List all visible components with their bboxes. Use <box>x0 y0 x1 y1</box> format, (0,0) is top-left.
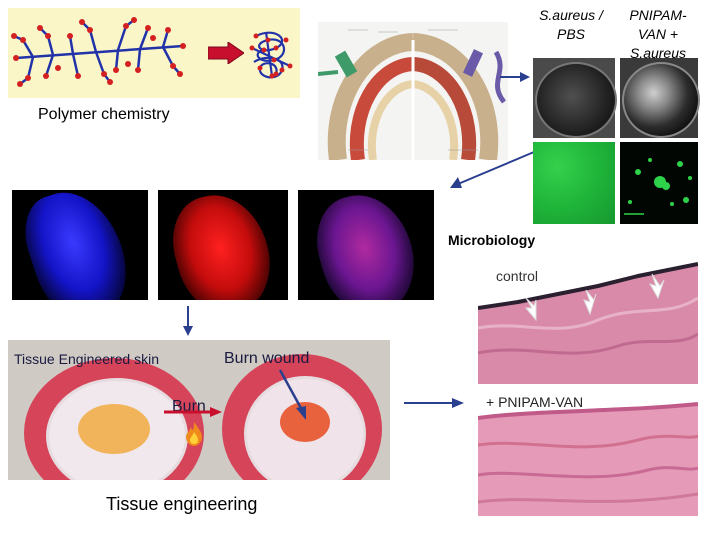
skin-culture-photo <box>8 340 218 480</box>
tissue-engineered-skin-label: Tissue Engineered skin <box>14 351 160 367</box>
branched-polymer-icon <box>11 17 186 87</box>
burn-wound-label: Burn wound <box>224 350 310 367</box>
petri-dish-pnipam <box>620 58 700 138</box>
saureus-pbs-label: S.aureus / PBS <box>539 7 603 42</box>
cell-wall-diagram <box>318 22 508 160</box>
polymer-chemistry-label: Polymer chemistry <box>38 106 170 123</box>
burn-wound-photo <box>214 340 390 480</box>
fluorescence-green-pnipam <box>620 142 698 224</box>
tissue-engineering-label: Tissue engineering <box>106 494 258 514</box>
red-arrow-burn <box>164 407 222 417</box>
polymer-panel <box>8 8 300 98</box>
fluorescence-green-pbs <box>533 142 615 224</box>
microbiology-label: Microbiology <box>448 232 536 248</box>
arrow-to-petri <box>500 72 530 82</box>
arrow-to-fluorescence <box>450 151 535 188</box>
fluorescence-red <box>158 190 288 300</box>
collapsed-polymer-icon <box>249 31 293 79</box>
fluorescence-blue <box>12 190 148 300</box>
flame-icon <box>186 422 202 446</box>
arrow-down-to-skin <box>183 306 193 336</box>
arrow-to-burn-wound <box>278 369 306 420</box>
fluorescence-merged <box>298 190 434 300</box>
petri-dish-pbs <box>533 58 617 138</box>
arrow-to-histology <box>404 398 464 408</box>
histology-pnipam <box>478 390 698 516</box>
pnipam-van-saureus-label: PNIPAM-VAN + S.aureus <box>629 7 687 61</box>
red-block-arrow-icon <box>208 42 244 64</box>
control-label: control <box>496 268 539 284</box>
histology-control <box>478 258 698 384</box>
pnipam-van-label: + PNIPAM-VAN <box>486 394 584 410</box>
